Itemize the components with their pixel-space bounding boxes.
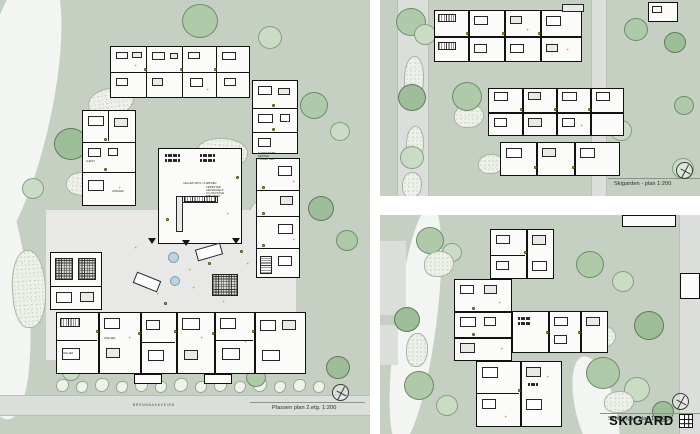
room-label-felles-spis-kjokken: FELLES SPIS / KJØKKEN <box>183 182 217 185</box>
project-brand: SKIGARD <box>609 413 693 428</box>
north-arrow-icon <box>332 384 349 401</box>
room-label-vaskeri: VASKERI <box>112 190 124 193</box>
caption-rule <box>608 178 700 179</box>
panel-skigarden-plan: ✦ ✦ ✦ <box>380 0 700 196</box>
panel-plassen-plan: BRENNBAKKVEIEN <box>0 0 370 434</box>
room-label-verksted: VERKSTED LEKSEHJELP SY-/VEVSTUE BIBLIOTE… <box>206 186 225 199</box>
caption-rule <box>600 413 700 414</box>
neighbour-mass <box>380 241 406 315</box>
room-label-garderobe: GARDEROBE SENTER TOALETTER <box>258 152 276 162</box>
furniture <box>652 6 662 13</box>
panel-caption-skigarden: Skigarden - plan 1:200 <box>614 181 672 187</box>
street-brennbakkveien <box>0 396 370 415</box>
panel-caption-skraninga: Skråninga - plan 1:200 <box>608 416 666 422</box>
north-arrow-icon <box>672 393 689 410</box>
road-edge <box>0 395 370 396</box>
neighbour-mass <box>380 325 398 365</box>
panel-skraninga-plan: ✦ ✦ <box>380 215 700 434</box>
grid-fence-mark-icon <box>679 413 693 428</box>
road-edge <box>428 0 429 196</box>
panel-caption-plassen: Plassen plan 2.etg. 1:200 <box>272 405 337 411</box>
project-name: SKIGARD <box>609 413 674 428</box>
canopy <box>562 4 584 12</box>
building-lower <box>500 142 620 176</box>
room-label-gjest: GJEST <box>86 160 95 163</box>
road-edge <box>679 215 680 434</box>
north-arrow-icon <box>676 162 693 179</box>
building-strip <box>680 273 700 299</box>
room-label-atelier-2: ATELIER <box>104 337 116 340</box>
room-label-atelier-1: ATELIER <box>62 352 74 355</box>
road-edge <box>0 415 370 416</box>
caption-rule <box>250 402 365 403</box>
street-label: BRENNBAKKVEIEN <box>133 403 175 407</box>
building-strip <box>622 215 676 227</box>
road-right <box>680 215 700 434</box>
road-edge <box>397 0 398 196</box>
